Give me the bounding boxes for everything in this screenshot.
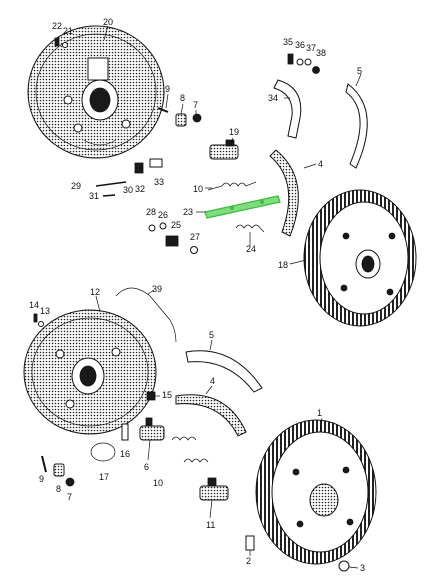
wheel-cylinder-11 [199, 477, 229, 501]
spring-10-lower [171, 436, 209, 463]
label-15: 15 [162, 390, 172, 400]
label-8-upper: 8 [180, 93, 185, 103]
spring-10-upper [207, 181, 257, 191]
label-7-lower: 7 [67, 492, 72, 502]
label-2: 2 [246, 556, 251, 566]
label-34: 34 [268, 93, 278, 103]
label-1: 1 [317, 408, 322, 418]
label-21: 21 [63, 26, 73, 36]
label-18: 18 [278, 260, 288, 270]
nut-7-upper [192, 113, 202, 123]
label-9-upper: 9 [165, 84, 170, 94]
brake-drum-1 [255, 419, 377, 565]
label-6: 6 [144, 462, 149, 472]
label-26: 26 [158, 210, 168, 220]
backing-plate-front [27, 25, 165, 159]
label-3: 3 [360, 563, 365, 573]
label-13: 13 [40, 306, 50, 316]
nut-7-lower [65, 477, 75, 487]
label-12: 12 [90, 287, 100, 297]
callout-labels: 1 2 3 4 4 5 5 6 7 7 8 8 9 9 10 10 11 12 … [29, 17, 365, 573]
label-29: 29 [71, 181, 81, 191]
label-28: 28 [146, 207, 156, 217]
label-14: 14 [29, 300, 39, 310]
label-17: 17 [99, 472, 109, 482]
bolt-14 [33, 313, 38, 323]
hardware-35-38 [287, 53, 320, 74]
clip-33 [149, 158, 163, 168]
label-35: 35 [283, 37, 293, 47]
label-37: 37 [306, 43, 316, 53]
bushing-8-upper [175, 113, 187, 127]
clip-32 [134, 162, 144, 174]
bolt-9-upper [157, 107, 169, 113]
bolt-9-lower [41, 455, 47, 473]
washer-26 [159, 222, 167, 230]
bolt-16 [121, 423, 129, 441]
label-4-lower: 4 [210, 376, 215, 386]
label-30: 30 [123, 185, 133, 195]
brake-drum-18 [303, 189, 417, 327]
wheel-cylinder-19 [209, 139, 239, 160]
spring-24 [235, 224, 265, 233]
bolt-22 [54, 37, 60, 47]
brake-line-39 [115, 287, 177, 343]
nut-3 [338, 560, 350, 572]
adjuster-lever-23 [204, 195, 281, 219]
label-5-lower: 5 [209, 330, 214, 340]
label-36: 36 [295, 40, 305, 50]
label-10-upper: 10 [193, 184, 203, 194]
label-5-upper: 5 [357, 66, 362, 76]
bleeder-15 [146, 391, 156, 401]
label-27: 27 [190, 232, 200, 242]
label-23: 23 [183, 207, 193, 217]
pin-29-30 [95, 181, 127, 187]
washer-28 [148, 224, 156, 232]
lining-5-upper [345, 83, 368, 169]
label-32: 32 [135, 184, 145, 194]
pin-31 [102, 194, 116, 197]
lining-5-lower [185, 350, 263, 393]
label-10-lower: 10 [153, 478, 163, 488]
brake-shoe-4-lower [175, 394, 247, 437]
clip-25 [165, 235, 179, 247]
leader-lines [95, 25, 362, 569]
label-7-upper: 7 [193, 100, 198, 110]
label-33: 33 [154, 177, 164, 187]
label-22: 22 [52, 21, 62, 31]
lever-34 [273, 79, 302, 139]
label-11: 11 [206, 520, 215, 530]
label-19: 19 [229, 127, 239, 137]
backing-plate-rear [23, 309, 157, 435]
label-9-lower: 9 [39, 474, 44, 484]
label-25: 25 [171, 220, 181, 230]
pin-27 [190, 246, 198, 254]
brake-shoe-4-upper [269, 149, 299, 237]
label-24: 24 [246, 244, 256, 254]
label-39: 39 [152, 284, 162, 294]
wheel-cylinder-6 [139, 417, 165, 441]
bushing-8-lower [53, 463, 65, 477]
label-20: 20 [103, 17, 113, 27]
bolt-2 [245, 535, 255, 551]
ring-17 [90, 442, 116, 462]
label-16: 16 [120, 449, 130, 459]
label-8-lower: 8 [56, 484, 61, 494]
label-31: 31 [89, 191, 99, 201]
washer-21 [62, 42, 68, 48]
label-4-upper: 4 [318, 159, 323, 169]
washer-13 [38, 321, 44, 327]
label-38: 38 [316, 48, 326, 58]
